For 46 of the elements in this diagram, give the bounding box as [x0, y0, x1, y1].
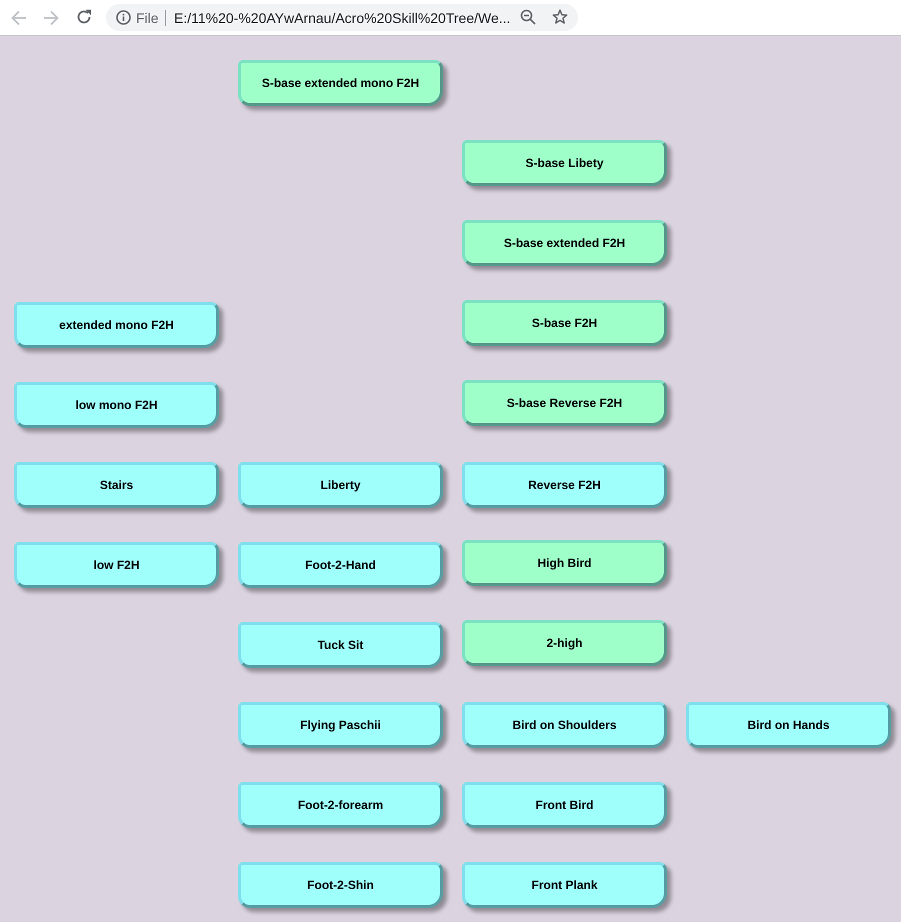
skill-name: Liberty — [320, 478, 360, 492]
skill-name: 2-high — [546, 636, 582, 650]
skill-name: low mono F2H — [76, 398, 158, 412]
skill-card — [462, 140, 667, 186]
skill-name: extended mono F2H — [59, 318, 174, 332]
skill-name: Flying Paschii — [300, 718, 381, 732]
skill-card — [462, 220, 667, 266]
skill-card — [14, 302, 219, 348]
skill-card — [462, 702, 667, 748]
skill-card — [462, 782, 667, 828]
skill-name: Foot-2-Hand — [305, 558, 376, 572]
skill-name: S-base extended mono F2H — [262, 76, 420, 90]
skill-card — [462, 540, 667, 586]
skill-card — [462, 862, 667, 908]
skill-name: High Bird — [538, 556, 592, 570]
skill-card — [14, 542, 219, 588]
skill-card — [238, 702, 443, 748]
skill-card — [238, 60, 443, 106]
skill-name: S-base F2H — [532, 316, 598, 330]
skill-name: Reverse F2H — [528, 478, 601, 492]
skill-name: Stairs — [100, 478, 134, 492]
skill-name: Foot-2-Shin — [307, 878, 374, 892]
skill-name: Front Plank — [531, 878, 598, 892]
skill-card — [238, 782, 443, 828]
skill-card — [14, 462, 219, 508]
skill-card — [14, 382, 219, 428]
url-text: E:/11%20-%20AYwArnau/Acro%20Skill%20Tree/We... — [174, 10, 510, 26]
skill-name: Tuck Sit — [318, 638, 364, 652]
skill-card — [238, 542, 443, 588]
site-info-label: File — [136, 10, 159, 26]
skill-card — [238, 622, 443, 668]
skill-card — [462, 620, 667, 666]
skill-name: S-base extended F2H — [504, 236, 626, 250]
skill-name: Bird on Shoulders — [512, 718, 616, 732]
skill-name: S-base Reverse F2H — [506, 396, 622, 410]
skill-card — [462, 380, 667, 426]
skill-name: Foot-2-forearm — [298, 798, 384, 812]
skill-name: Bird on Hands — [747, 718, 830, 732]
skill-card — [238, 462, 443, 508]
skill-name: Front Bird — [536, 798, 594, 812]
skill-card — [462, 462, 667, 508]
skill-card — [238, 862, 443, 908]
skill-name: S-base Libety — [525, 156, 604, 170]
skill-card — [686, 702, 891, 748]
skill-name: low F2H — [93, 558, 140, 572]
skill-card — [462, 300, 667, 346]
